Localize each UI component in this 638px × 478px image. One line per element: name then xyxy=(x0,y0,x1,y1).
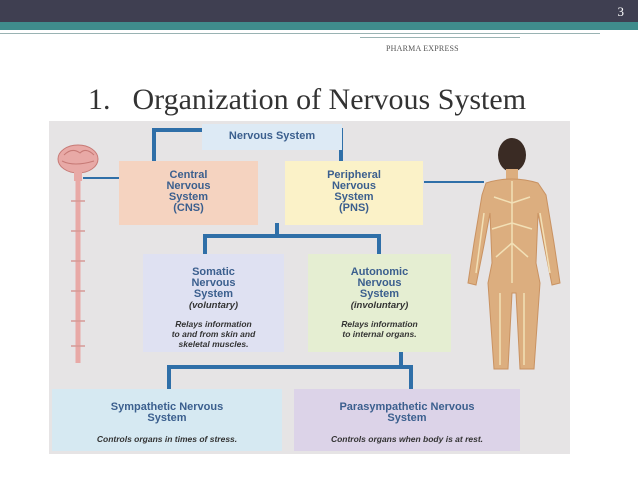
sympathetic-line2: System xyxy=(147,412,187,424)
connector xyxy=(167,365,171,389)
pns-line4: (PNS) xyxy=(339,202,369,214)
header-bar xyxy=(0,0,638,22)
somatic-note-line2: to and from skin and xyxy=(171,329,256,339)
connector xyxy=(152,128,202,132)
somatic-line2: Nervous xyxy=(191,277,236,289)
title-text: Organization of Nervous System xyxy=(132,83,527,116)
connector xyxy=(203,234,207,258)
sympathetic-note: Controls organs in times of stress. xyxy=(96,434,238,444)
connector xyxy=(377,234,381,258)
human-body-nerves-illustration xyxy=(467,138,561,370)
cns-line1: Central xyxy=(169,169,208,181)
somatic-note: Relays information to and from skin and … xyxy=(143,319,284,349)
sympathetic-line1: Sympathetic Nervous xyxy=(110,401,224,413)
cns-line4: (CNS) xyxy=(173,202,204,214)
pointer-line xyxy=(83,177,119,179)
pns-line3: System xyxy=(334,191,374,203)
somatic-note-line1: Relays information xyxy=(175,319,252,329)
parasympathetic-note: Controls organs when body is at rest. xyxy=(330,434,484,444)
somatic-qualifier: (voluntary) xyxy=(188,300,239,311)
divider-line xyxy=(0,33,600,34)
autonomic-line2: Nervous xyxy=(357,277,402,289)
somatic-note-line3: skeletal muscles. xyxy=(178,339,249,349)
somatic-line1: Somatic xyxy=(192,266,235,278)
cns-line2: Nervous xyxy=(166,180,211,192)
autonomic-note-line2: to internal organs. xyxy=(342,329,417,339)
connector xyxy=(167,365,413,369)
autonomic-qualifier: (involuntary) xyxy=(350,300,409,311)
brain-spinal-cord-illustration xyxy=(57,144,99,363)
root-label: Nervous System xyxy=(228,130,316,142)
somatic-box: Somatic Nervous System (voluntary) Relay… xyxy=(143,254,284,352)
parasympathetic-line1: Parasympathetic Nervous xyxy=(339,401,475,413)
pns-box: Peripheral Nervous System (PNS) xyxy=(285,161,423,225)
title-number: 1. xyxy=(88,83,111,116)
divider-line-short xyxy=(360,37,520,38)
nervous-system-diagram: Nervous System Central Nervous System (C… xyxy=(49,121,570,454)
pointer-line xyxy=(424,181,484,183)
source-label: PHARMA EXPRESS xyxy=(386,44,459,53)
connector xyxy=(203,234,381,238)
parasympathetic-line2: System xyxy=(387,412,427,424)
autonomic-line1: Autonomic xyxy=(350,266,409,278)
cns-line3: System xyxy=(168,191,209,203)
root-box: Nervous System xyxy=(202,124,342,150)
pns-line2: Nervous xyxy=(331,180,377,192)
connector xyxy=(399,351,403,367)
somatic-line3: System xyxy=(193,288,234,300)
parasympathetic-box: Parasympathetic Nervous System Controls … xyxy=(294,389,520,451)
connector xyxy=(152,128,156,168)
cns-box: Central Nervous System (CNS) xyxy=(119,161,258,225)
slide-number: 3 xyxy=(617,4,625,19)
autonomic-line3: System xyxy=(359,288,400,300)
autonomic-note-line1: Relays information xyxy=(341,319,418,329)
connector xyxy=(275,223,279,237)
connector xyxy=(409,365,413,389)
autonomic-note: Relays information to internal organs. xyxy=(308,319,451,339)
page-title: 1. Organization of Nervous System xyxy=(88,83,526,117)
autonomic-box: Autonomic Nervous System (involuntary) R… xyxy=(308,254,451,352)
accent-bar xyxy=(0,22,638,30)
sympathetic-box: Sympathetic Nervous System Controls orga… xyxy=(52,389,282,451)
pns-line1: Peripheral xyxy=(327,169,381,181)
